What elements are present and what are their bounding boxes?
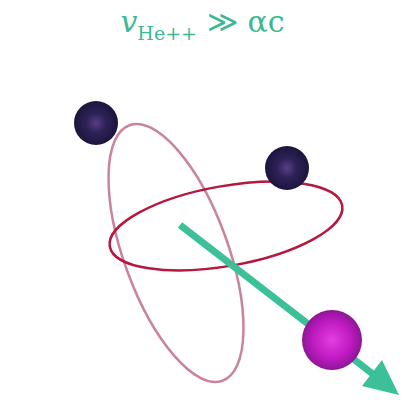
orbit [103, 166, 349, 286]
arrow-head [362, 360, 399, 395]
electron [74, 101, 118, 145]
velocity-arrow [180, 225, 378, 378]
electron [265, 146, 309, 190]
subscript: He++ [137, 22, 197, 44]
orbit [81, 107, 272, 398]
formula: vHe++ ≫ αc [0, 4, 405, 44]
relation: ≫ αc [207, 4, 285, 39]
nucleus [302, 310, 362, 370]
velocity-symbol: v [120, 4, 137, 39]
